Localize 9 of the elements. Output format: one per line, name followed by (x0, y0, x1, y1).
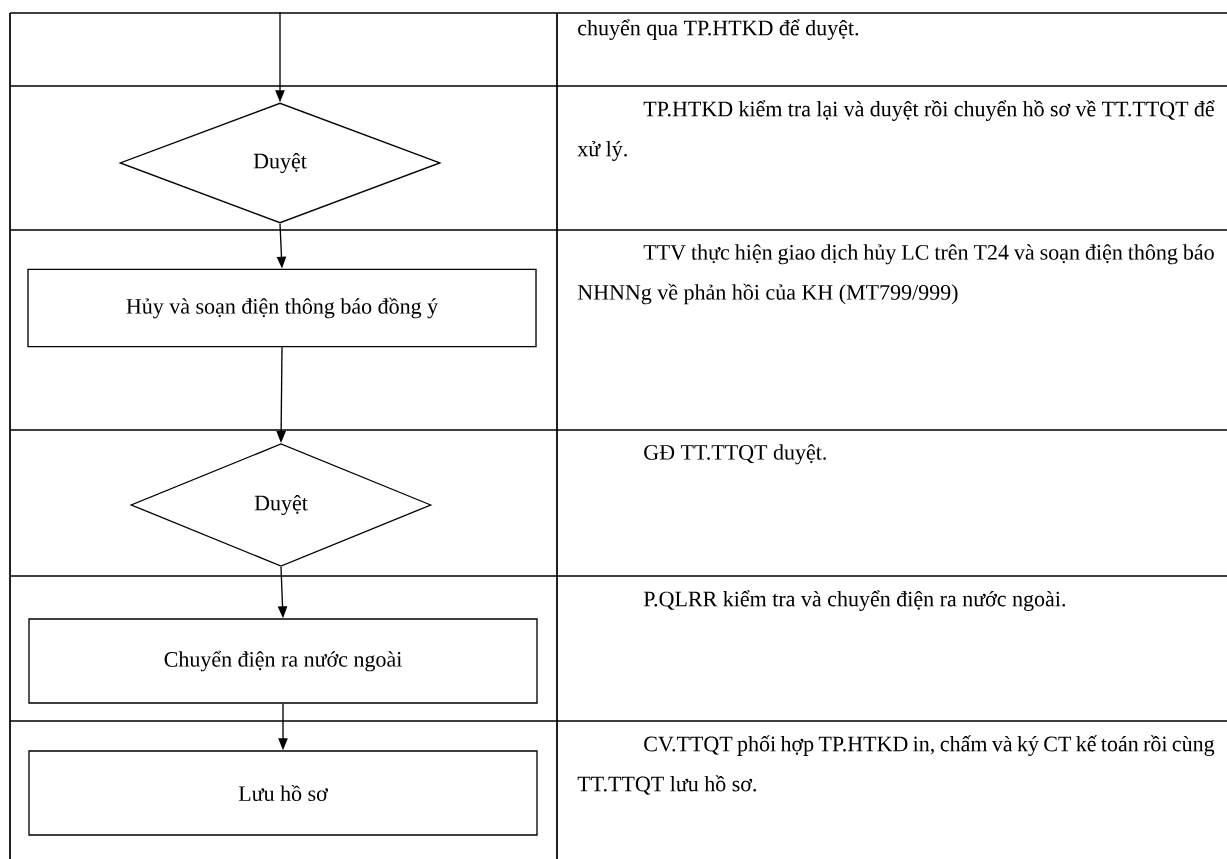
cell-text: P.QLRR kiểm tra và chuyển điện ra nước ngoài. (643, 590, 1065, 611)
process-box: Lưu hồ sơ (28, 750, 538, 836)
cell-text: TP.HTKD kiểm tra lại và duyệt rồi chuyển hồ sơ về TT.TTQT để xử lý. (577, 100, 1215, 161)
cell-text: TTV thực hiện giao dịch hủy LC trên T24 và soạn điện thông báo NHNNg về phản hồi của KH (MT799/999) (577, 244, 1214, 305)
cell-text: GĐ TT.TTQT duyệt. (644, 444, 826, 465)
cell-text: chuyển qua TP.HTKD để duyệt. (578, 19, 859, 40)
process-box: Chuyển điện ra nước ngoài (28, 618, 538, 704)
cell-text: CV.TTQT phối hợp TP.HTKD in, chấm và ký CT kế toán rồi cùng TT.TTQT lưu hồ sơ. (577, 735, 1215, 795)
process-box: Hủy và soạn điện thông báo đồng ý (27, 268, 537, 348)
